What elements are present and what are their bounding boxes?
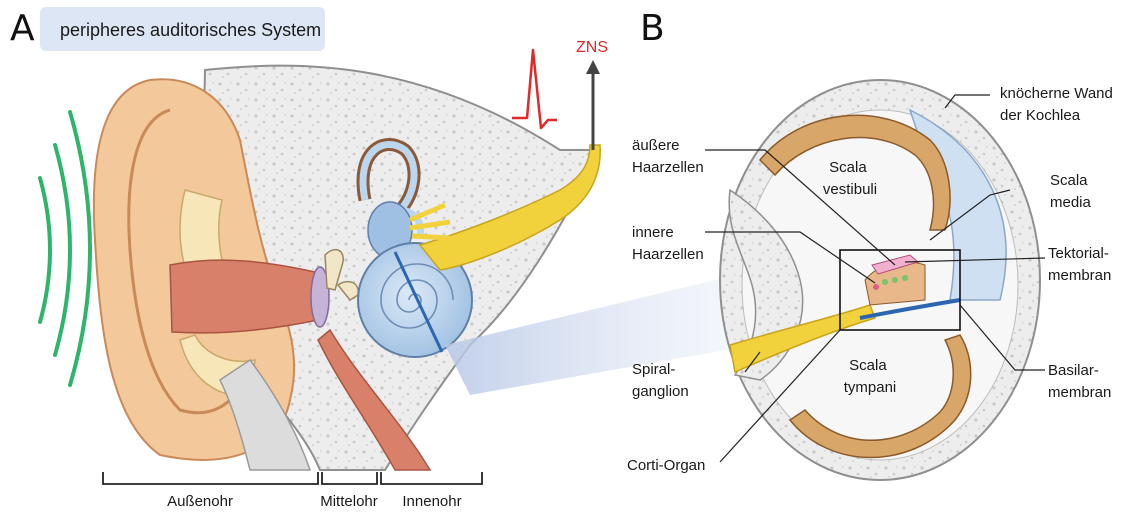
panel-a-letter: A	[10, 8, 35, 49]
region-label-innenohr: Innenohr	[402, 493, 461, 510]
region-brackets	[103, 472, 482, 484]
label-tektorialmembran: Tektorial- membran	[1048, 245, 1113, 284]
label-corti-organ: Corti-Organ	[627, 457, 705, 474]
label-knocherne-wand: knöcherne Wand der Kochlea	[1000, 85, 1117, 124]
action-potential-icon	[512, 50, 557, 128]
label-basilarmembran: Basilar- membran	[1048, 362, 1111, 401]
zns-arrowhead-icon	[586, 60, 600, 74]
label-aeussere-haarzellen: äußere Haarzellen	[632, 137, 704, 176]
region-label-mittelohr: Mittelohr	[320, 493, 378, 510]
region-label-aussenohr: Außenohr	[167, 493, 233, 510]
sound-waves-icon	[40, 112, 90, 385]
label-spiralganglion: Spiral- ganglion	[632, 361, 689, 400]
panel-a-title: peripheres auditorisches System	[60, 20, 321, 40]
label-scala-media: Scala media	[1050, 172, 1092, 211]
zns-label: ZNS	[576, 39, 608, 56]
panel-b-letter: B	[640, 8, 665, 49]
label-innere-haarzellen: innere Haarzellen	[632, 224, 704, 263]
ear-canal	[170, 260, 318, 333]
